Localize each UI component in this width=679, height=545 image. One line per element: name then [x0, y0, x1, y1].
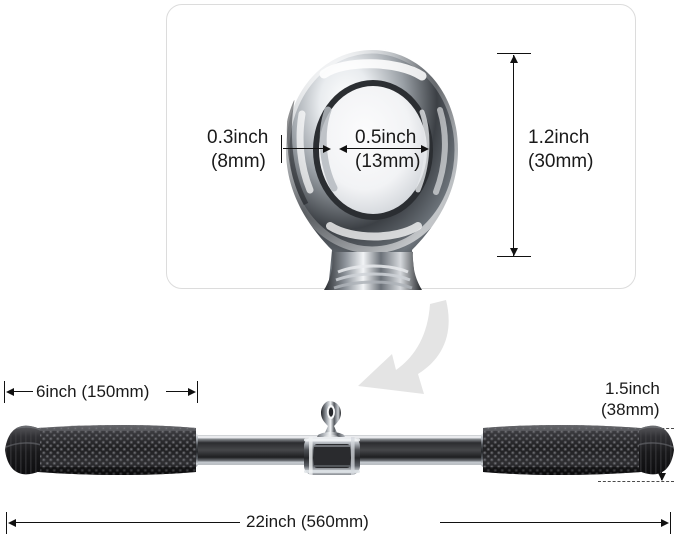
- dim-extension-grip-bottom: [598, 481, 674, 482]
- dim-label-grip-length: 6inch (150mm): [36, 382, 150, 401]
- dim-line-grip-right-seg: [166, 391, 191, 393]
- dim-tick-height-bottom: [497, 256, 531, 258]
- dim-tick-total-right: [670, 512, 672, 534]
- dim-tick-height-top: [497, 53, 531, 55]
- dim-arrowhead-grip-left: [6, 387, 14, 396]
- dim-arrowhead-height-down: [509, 248, 518, 256]
- dim-label-hole-mm: (13mm): [355, 151, 421, 172]
- dim-arrowhead-ring-right: [323, 144, 331, 153]
- dim-label-eyelet-height-inch: 1.2inch: [528, 127, 590, 148]
- zoom-callout-arrow: [318, 298, 454, 400]
- dim-arrowhead-hole-right: [421, 144, 429, 153]
- dim-arrowhead-total-right: [661, 518, 669, 527]
- dim-line-grip-left-seg: [8, 391, 33, 393]
- dim-line-total-left-seg: [10, 522, 240, 524]
- dim-tick-ring-left: [281, 135, 283, 163]
- chrome-eyelet-illustration: [272, 40, 472, 290]
- dim-tick-total-left: [6, 512, 8, 534]
- dim-arrowhead-height-up: [509, 55, 518, 63]
- dim-label-total-length: 22inch (560mm): [246, 512, 369, 531]
- dim-label-grip-diameter-mm: (38mm): [601, 400, 660, 419]
- dim-arrowhead-hole-left: [339, 144, 347, 153]
- dim-label-eyelet-height-mm: (30mm): [528, 151, 594, 172]
- dim-line-ring-thickness: [283, 148, 329, 150]
- dim-line-hole-diameter: [344, 148, 424, 150]
- dim-label-ring-thickness-mm: (8mm): [211, 151, 266, 172]
- dim-tick-grip-right: [197, 381, 199, 403]
- dim-arrowhead-total-left: [8, 518, 16, 527]
- dim-arrowhead-grip-dia-down: [657, 473, 666, 481]
- dim-line-eyelet-height: [513, 55, 515, 256]
- revolving-straight-bar-illustration: [0, 395, 679, 505]
- dim-tick-grip-left: [4, 381, 6, 403]
- dim-label-ring-thickness-inch: 0.3inch: [207, 127, 269, 148]
- dim-arrowhead-grip-right: [188, 387, 196, 396]
- dim-label-grip-diameter-inch: 1.5inch: [605, 379, 660, 398]
- dim-line-total-right-seg: [440, 522, 664, 524]
- dim-label-hole-inch: 0.5inch: [355, 127, 417, 148]
